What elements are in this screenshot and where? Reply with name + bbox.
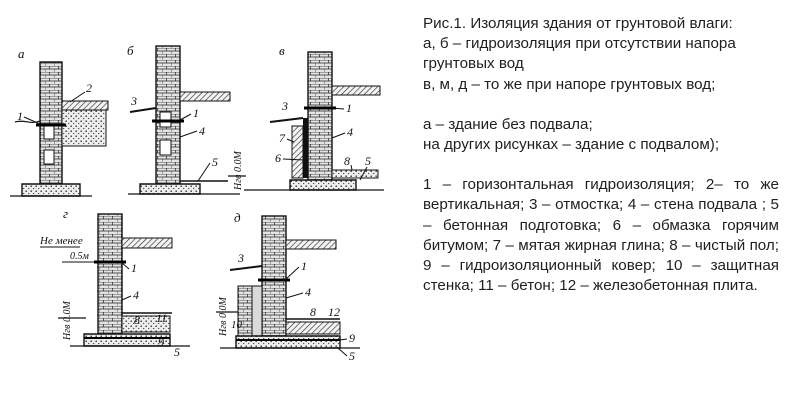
callout-5: 5 — [349, 349, 355, 363]
blind-area — [229, 265, 263, 271]
caption-ab: а, б – гидроизоляция при отсутствии напо… — [423, 35, 736, 73]
wall-section — [307, 51, 333, 181]
callout-2: 2 — [86, 81, 92, 95]
groundwater-level-label: Нгв 0.0М — [233, 151, 244, 191]
wall-section — [261, 215, 287, 337]
callout-1: 1 — [346, 101, 352, 115]
caption-other: на других рисунках – здание с подвалом); — [423, 136, 720, 154]
callout-1: 1 — [193, 106, 199, 120]
insulation-figure: а 1 2 б 3 1 4 5 Нгв 0.0М — [10, 43, 384, 363]
callout-8: 8 — [134, 313, 140, 327]
note-dimension: 0.5м — [70, 251, 90, 262]
rc-slab — [285, 321, 341, 335]
caption-legend: 1 – горизонтальная гидроизоляция; 2– то … — [423, 176, 779, 295]
wall-section — [39, 61, 63, 185]
callout-4: 4 — [347, 125, 353, 139]
panel-v: в 3 1 4 7 6 8 5 — [244, 43, 384, 191]
wall-cavity — [43, 124, 55, 140]
clay-fill — [291, 125, 304, 179]
panel-d: д Нгв 0.0М 3 1 4 10 8 12 9 5 — [216, 210, 360, 363]
callout-8: 8 — [310, 305, 316, 319]
wall-section — [97, 213, 123, 335]
note-not-less: Не менее — [39, 235, 83, 247]
floor-slab — [331, 85, 381, 96]
callout-4: 4 — [305, 285, 311, 299]
floor-slab — [61, 100, 109, 111]
callout-5: 5 — [365, 154, 371, 168]
callout-3: 3 — [237, 251, 244, 265]
callout-11: 11 — [156, 311, 167, 325]
callout-9: 9 — [349, 331, 355, 345]
panel-b: б 3 1 4 5 Нгв 0.0М — [127, 43, 246, 195]
footing — [289, 179, 357, 191]
panel-g: г Не менее 0.5м Нгв 0.0М 1 4 8 11 9 5 — [39, 206, 190, 359]
callout-8: 8 — [344, 154, 350, 168]
wall-cavity — [159, 139, 172, 156]
callout-4: 4 — [133, 288, 139, 302]
panel-letter-a: а — [18, 46, 25, 61]
bitumen-coat — [303, 118, 308, 178]
footing — [139, 183, 201, 195]
callout-1: 1 — [301, 259, 307, 273]
callout-10: 10 — [231, 319, 243, 331]
floor-fill — [61, 109, 107, 147]
callout-3: 3 — [130, 94, 137, 108]
caption-a: а – здание без подвала; — [423, 115, 593, 133]
basement-floor — [331, 169, 379, 179]
caption-title: Рис.1. Изоляция здания от грунтовой влаг… — [423, 15, 733, 32]
footing — [21, 183, 81, 197]
floor-slab — [179, 91, 231, 102]
callout-4: 4 — [199, 124, 205, 138]
ground-line — [14, 120, 41, 124]
callout-6: 6 — [275, 151, 281, 165]
groundwater-level-label: Нгв 0.0М — [218, 297, 229, 337]
callout-7: 7 — [279, 131, 286, 145]
callout-3: 3 — [281, 99, 288, 113]
floor-slab — [285, 239, 337, 250]
panel-letter-g: г — [63, 206, 68, 221]
blind-area — [129, 107, 157, 113]
floor-slab — [121, 237, 173, 249]
panel-letter-v: в — [279, 43, 285, 58]
figure-caption: Рис.1. Изоляция здания от грунтовой влаг… — [423, 14, 779, 296]
callout-5: 5 — [174, 345, 180, 359]
panel-letter-d: д — [234, 210, 241, 225]
wall-cavity — [43, 149, 55, 165]
callout-1: 1 — [131, 261, 137, 275]
groundwater-level-label: Нгв 0.0М — [62, 301, 73, 341]
panel-letter-b: б — [127, 43, 134, 58]
caption-vmd: в, м, д – то же при напоре грунтовых вод… — [423, 75, 716, 93]
concrete-fill — [121, 315, 171, 333]
blind-area — [269, 117, 304, 123]
bitumen-coat — [251, 285, 263, 337]
footing — [235, 335, 341, 349]
callout-1: 1 — [17, 109, 23, 123]
callout-5: 5 — [212, 155, 218, 169]
callout-12: 12 — [328, 305, 340, 319]
callout-9: 9 — [158, 335, 164, 349]
panel-a: а 1 2 — [10, 46, 109, 197]
